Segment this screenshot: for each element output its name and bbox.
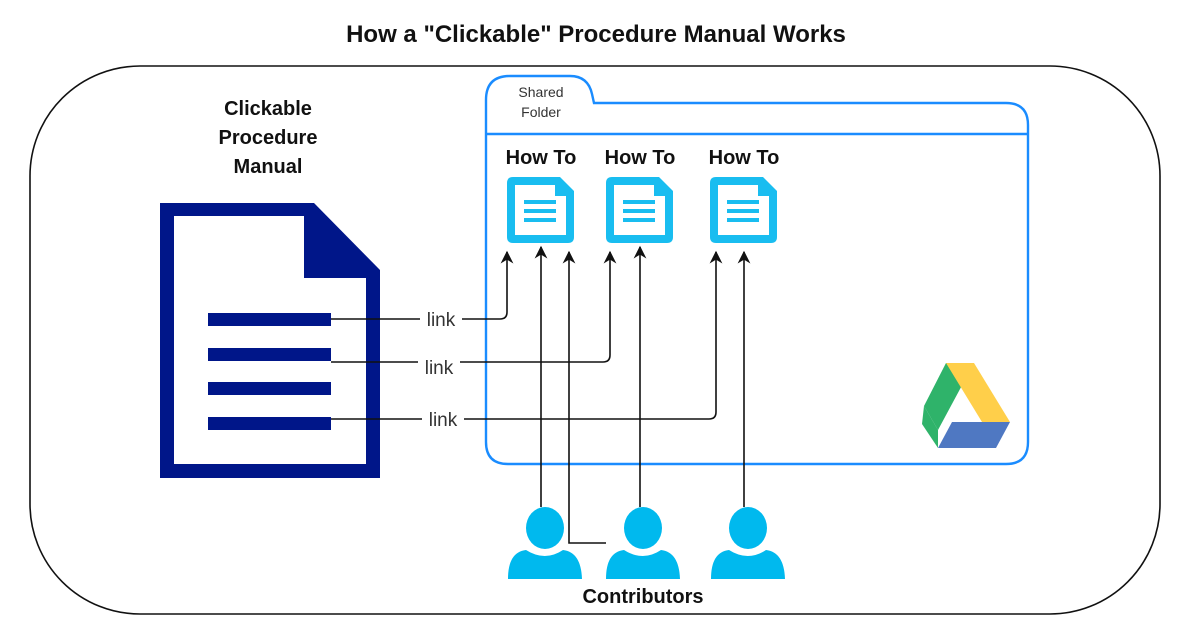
user-icon <box>508 507 582 579</box>
contributor-3[interactable] <box>711 507 785 579</box>
link-connector-3[interactable]: link <box>331 252 716 431</box>
shared-folder[interactable]: Shared Folder <box>484 74 1030 466</box>
folder-tab-label-line-2: Folder <box>521 104 561 120</box>
manual-line-3 <box>208 382 331 395</box>
howto-document-3[interactable]: How To <box>709 147 780 243</box>
manual-line-2 <box>208 348 331 361</box>
howto-document-2[interactable]: How To <box>605 147 676 243</box>
contributor-1[interactable] <box>508 507 582 579</box>
manual-label: Clickable Procedure Manual <box>219 98 318 178</box>
user-icon <box>606 507 680 579</box>
howto-label-1: How To <box>506 147 577 169</box>
link-connector-2[interactable]: link <box>331 252 610 379</box>
document-icon <box>507 177 574 243</box>
manual-label-line-3: Manual <box>234 156 303 178</box>
link-connector-1[interactable]: link <box>331 252 507 331</box>
howto-label-3: How To <box>709 147 780 169</box>
manual-label-line-1: Clickable <box>224 98 312 120</box>
document-icon <box>710 177 777 243</box>
link-label-2: link <box>425 358 454 379</box>
document-icon <box>606 177 673 243</box>
contributor-2-to-doc-1 <box>562 250 606 544</box>
document-icon <box>160 203 380 478</box>
link-label-3: link <box>429 410 458 431</box>
manual-line-1 <box>208 313 331 326</box>
howto-document-1[interactable]: How To <box>506 147 577 243</box>
link-label-1: link <box>427 310 456 331</box>
contributors-label: Contributors <box>582 586 703 608</box>
folder-tab-label-line-1: Shared <box>518 84 563 100</box>
google-drive-icon <box>922 363 1010 448</box>
howto-label-2: How To <box>605 147 676 169</box>
manual-line-4 <box>208 417 331 430</box>
manual-label-line-2: Procedure <box>219 127 318 149</box>
contributor-connectors <box>534 245 751 544</box>
diagram-title: How a "Clickable" Procedure Manual Works <box>346 21 846 48</box>
user-icon <box>711 507 785 579</box>
contributor-2[interactable] <box>606 507 680 579</box>
